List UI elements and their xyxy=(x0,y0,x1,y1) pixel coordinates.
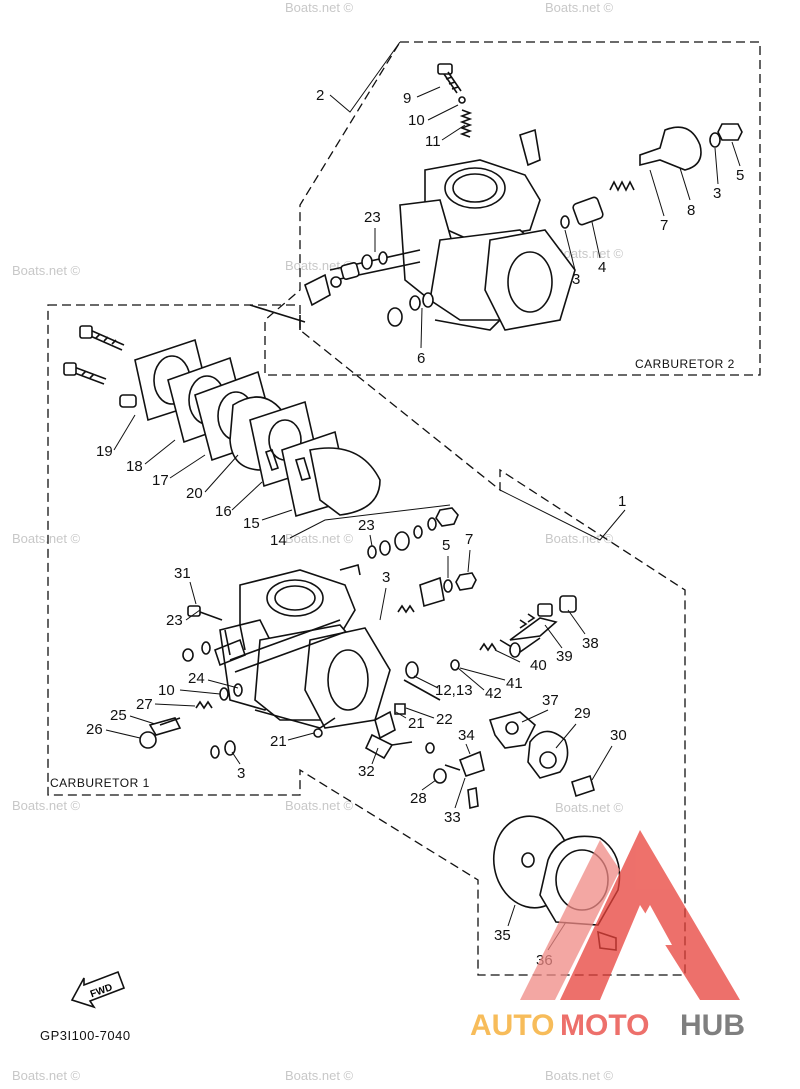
callout-7c: 7 xyxy=(465,531,473,548)
callout-37: 37 xyxy=(542,692,559,709)
automotohub-logo: AUTO MOTO HUB xyxy=(470,830,745,1042)
watermark: Boats.net © xyxy=(285,531,354,546)
carburetor-1-label: CARBURETOR 1 xyxy=(50,776,150,790)
callout-31: 31 xyxy=(174,565,191,582)
callout-28: 28 xyxy=(410,790,427,807)
carb1-left-parts xyxy=(139,605,541,760)
callout-4: 4 xyxy=(598,259,606,276)
callout-23d: 23 xyxy=(166,612,183,629)
callout-10: 10 xyxy=(408,112,425,129)
watermark: Boats.net © xyxy=(545,0,614,15)
callout-7: 5 xyxy=(736,167,744,184)
callout-39: 39 xyxy=(556,648,573,665)
callout-26: 26 xyxy=(86,721,103,738)
carburetor-2-label: CARBURETOR 2 xyxy=(635,357,735,371)
callout-23c: 23 xyxy=(358,517,375,534)
callout-2: 2 xyxy=(316,87,324,104)
callout-10c: 10 xyxy=(158,682,175,699)
callout-5: 3 xyxy=(713,185,721,202)
carb1-right-parts xyxy=(425,711,595,809)
callout-40: 40 xyxy=(530,657,547,674)
callout-5c: 5 xyxy=(442,537,450,554)
bolt-lower xyxy=(71,366,107,385)
callout-1: 1 xyxy=(618,493,626,510)
bolt-upper xyxy=(87,329,125,351)
callout-33: 33 xyxy=(444,809,461,826)
callout-3: 3 xyxy=(572,271,580,288)
callout-21b: 21 xyxy=(408,715,425,732)
carburetor-2-parts xyxy=(304,63,743,331)
callout-38: 38 xyxy=(582,635,599,652)
watermark: Boats.net © xyxy=(12,531,81,546)
callout-22: 22 xyxy=(436,711,453,728)
callout-32: 32 xyxy=(358,763,375,780)
watermark: Boats.net © xyxy=(12,1068,81,1083)
cover-29 xyxy=(527,730,569,779)
fwd-arrow: FWD xyxy=(70,970,126,1009)
callout-3d: 3 xyxy=(237,765,245,782)
logo-moto: MOTO xyxy=(560,1009,649,1042)
watermark: Boats.net © xyxy=(545,531,614,546)
callout-42: 42 xyxy=(485,685,502,702)
callout-23: 23 xyxy=(364,209,381,226)
carburetor-2-body xyxy=(329,128,576,331)
callout-34: 34 xyxy=(458,727,475,744)
gasket-37 xyxy=(488,711,536,749)
watermark: Boats.net © xyxy=(285,0,354,15)
logo-hub: HUB xyxy=(680,1009,745,1042)
callout-27: 27 xyxy=(136,696,153,713)
callout-6: 8 xyxy=(687,202,695,219)
carburetor-1-box xyxy=(47,304,686,976)
carburetor-2-callouts: 2 9 10 11 23 3 4 3 5 7 8 6 xyxy=(316,41,744,367)
spring-8 xyxy=(609,180,635,192)
screw-9 xyxy=(437,63,462,94)
logo-auto: AUTO xyxy=(470,1009,554,1042)
carburetor-1-body xyxy=(214,563,391,729)
callout-14: 14 xyxy=(270,532,287,549)
callout-25: 25 xyxy=(110,707,127,724)
carb1-upper-right-parts xyxy=(367,507,477,614)
watermark: Boats.net © xyxy=(285,798,354,813)
gasket-stack xyxy=(63,304,381,518)
watermark: Boats.net © xyxy=(545,1068,614,1083)
callout-35: 35 xyxy=(494,927,511,944)
bracket-left xyxy=(304,273,331,307)
callout-21: 21 xyxy=(270,733,287,750)
callout-8: 7 xyxy=(660,217,668,234)
lever-6 xyxy=(639,126,702,171)
callout-18: 18 xyxy=(126,458,143,475)
watermark: Boats.net © xyxy=(12,263,81,278)
callout-20: 20 xyxy=(186,485,203,502)
callout-30: 30 xyxy=(610,727,627,744)
gasket-callouts: 19 18 17 20 16 15 14 xyxy=(96,414,451,549)
callout-3b: 6 xyxy=(417,350,425,367)
diagram-code: GP3I100-7040 xyxy=(40,1028,131,1043)
watermark: Boats.net © xyxy=(12,798,81,813)
callout-9: 9 xyxy=(403,90,411,107)
needle-valve-39 xyxy=(509,595,577,641)
watermark: Boats.net © xyxy=(555,800,624,815)
callout-41: 41 xyxy=(506,675,523,692)
callout-16: 16 xyxy=(215,503,232,520)
callout-19: 19 xyxy=(96,443,113,460)
spring-11 xyxy=(459,109,473,138)
callout-17: 17 xyxy=(152,472,169,489)
callout-15: 15 xyxy=(243,515,260,532)
watermark: Boats.net © xyxy=(285,1068,354,1083)
carburetor-2-box xyxy=(264,41,761,376)
callout-29: 29 xyxy=(574,705,591,722)
reed-14 xyxy=(309,447,381,516)
callout-24: 24 xyxy=(188,670,205,687)
watermarks: Boats.net © Boats.net © Boats.net © Boat… xyxy=(12,0,624,1083)
callout-11: 11 xyxy=(425,133,441,150)
carburetor-1-callouts: 1 23 5 7 31 3 23 38 39 40 41 42 12,13 37… xyxy=(86,489,627,969)
callout-12-13: 12,13 xyxy=(435,682,473,699)
callout-3c: 3 xyxy=(382,569,390,586)
